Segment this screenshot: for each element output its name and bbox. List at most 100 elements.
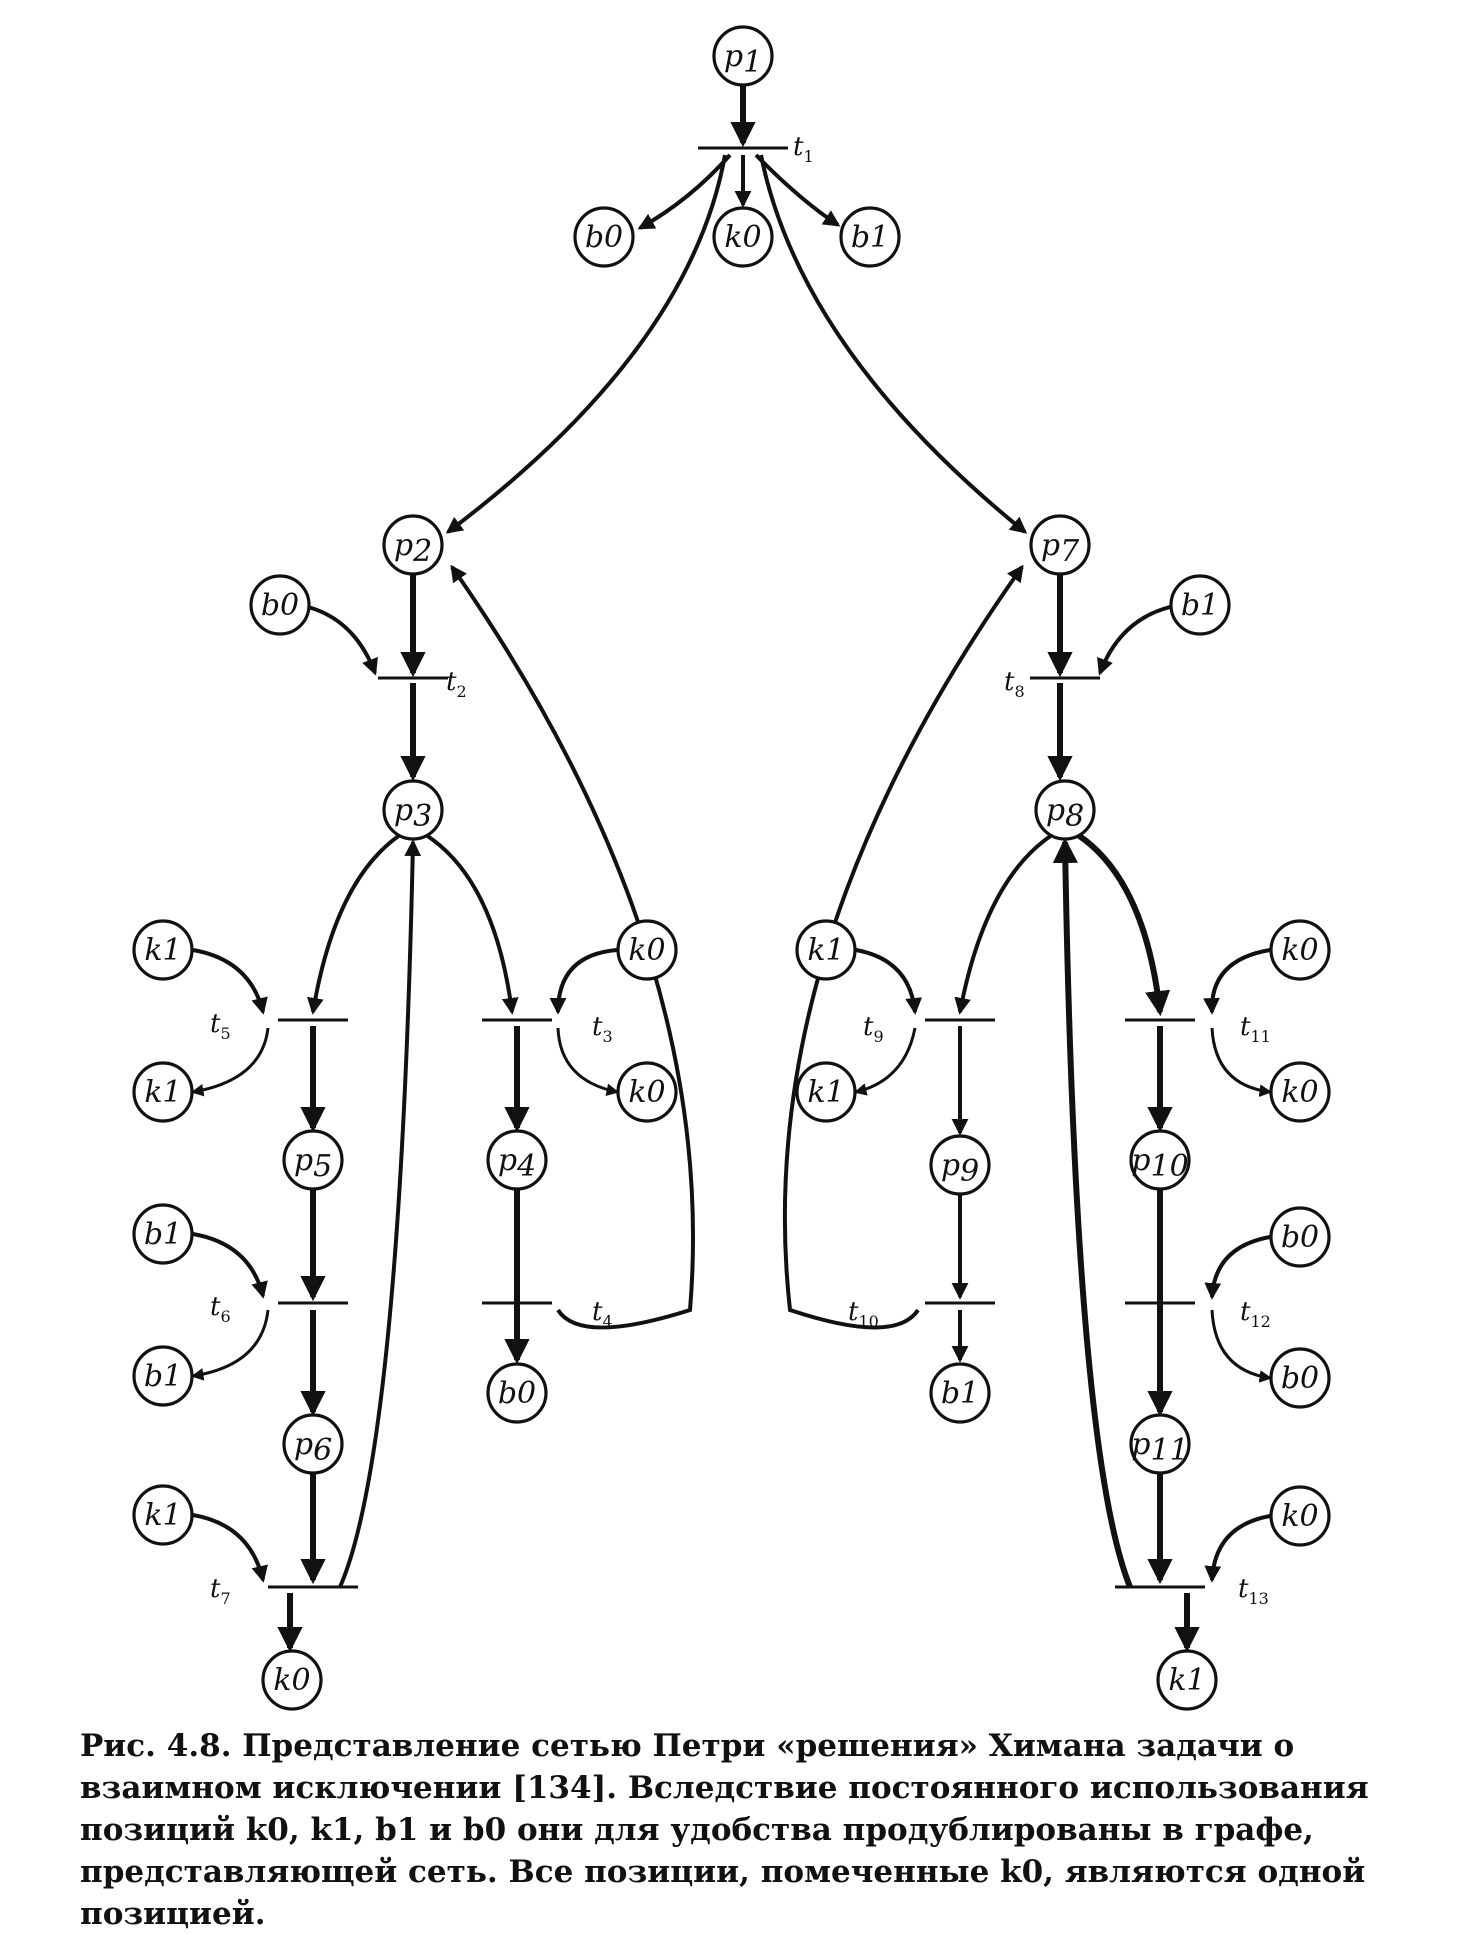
- arc-22: [450, 564, 696, 1330]
- place-label-k0_t3b: k0: [628, 1075, 665, 1110]
- place-label-k0_t7: k0: [273, 1663, 310, 1698]
- arc-12: [192, 948, 268, 1015]
- place-label-p1: p1: [724, 39, 762, 80]
- place-b0_t1: b0: [573, 206, 635, 268]
- place-label-p8: p8: [1046, 793, 1084, 834]
- place-p8: p8: [1034, 779, 1096, 841]
- place-label-k1_t5b: k1: [144, 1075, 181, 1110]
- place-k1_t9a: k1: [795, 919, 857, 981]
- place-label-b1_t1: b1: [851, 220, 889, 255]
- transition-label-t2: t2: [446, 667, 467, 701]
- place-p5: p5: [282, 1129, 344, 1191]
- place-label-b0_t12b: b0: [1281, 1361, 1319, 1396]
- place-p10: p10: [1129, 1129, 1191, 1191]
- transition-label-t13: t13: [1238, 1574, 1269, 1608]
- place-label-p3: p3: [394, 793, 432, 834]
- transition-label-t11: t11: [1240, 1012, 1271, 1046]
- transition-label-t8: t8: [1004, 667, 1025, 701]
- place-label-p9: p9: [941, 1148, 979, 1189]
- place-p1: p1: [712, 25, 774, 87]
- arc-44: [782, 564, 1024, 1330]
- place-p6: p6: [282, 1413, 344, 1475]
- place-b0_t2: b0: [249, 574, 311, 636]
- transition-label-t4: t4: [592, 1297, 613, 1331]
- place-b1_t1: b1: [839, 206, 901, 268]
- place-p9: p9: [929, 1134, 991, 1196]
- place-k0_t7: k0: [261, 1649, 323, 1711]
- arc-40: [1210, 1309, 1273, 1383]
- arc-24: [192, 1513, 268, 1583]
- figure-caption: Рис. 4.8. Представление сетью Петри «реш…: [80, 1728, 1369, 1932]
- transition-label-t7: t7: [210, 1574, 231, 1608]
- transition-label-t10: t10: [848, 1297, 879, 1331]
- arcs-layer: [190, 86, 1273, 1653]
- place-label-b1_t6b: b1: [144, 1359, 182, 1394]
- place-label-k0_t11b: k0: [1281, 1075, 1318, 1110]
- arc-32: [1076, 832, 1171, 1017]
- place-label-k1_t9b: k1: [807, 1075, 844, 1110]
- arc-5: [445, 154, 727, 534]
- arc-11: [424, 833, 519, 1015]
- arc-26: [338, 839, 422, 1588]
- place-label-b1_t10: b1: [941, 1376, 979, 1411]
- place-label-k0_t13: k0: [1281, 1499, 1318, 1534]
- arc-31: [954, 833, 1054, 1015]
- transition-label-t1: t1: [793, 132, 814, 166]
- place-label-b1_t8: b1: [1181, 588, 1219, 623]
- transition-label-t12: t12: [1240, 1297, 1271, 1331]
- arc-13: [190, 1027, 270, 1097]
- arc-34: [853, 1027, 917, 1096]
- place-k1_t7: k1: [132, 1484, 194, 1546]
- place-b1_t10: b1: [929, 1362, 991, 1424]
- place-label-k1_t7: k1: [144, 1498, 181, 1533]
- arc-39: [1204, 1235, 1271, 1300]
- transition-label-t9: t9: [863, 1012, 884, 1046]
- place-k1_t9b: k1: [795, 1061, 857, 1123]
- place-b0_t12a: b0: [1269, 1206, 1331, 1268]
- place-label-p10: p10: [1131, 1143, 1188, 1184]
- place-b1_t6b: b1: [132, 1345, 194, 1407]
- arc-29: [1097, 605, 1171, 676]
- transition-label-t5: t5: [210, 1009, 231, 1043]
- arc-33: [855, 948, 923, 1015]
- place-p7: p7: [1029, 514, 1091, 576]
- arc-14: [549, 948, 618, 1015]
- place-k0_t11b: k0: [1269, 1061, 1331, 1123]
- transitions-layer: t1 t2 t3 t4 t5 t6 t7 t8 t9 t10 t11 t12 t13: [210, 132, 1271, 1608]
- arc-10: [307, 833, 402, 1015]
- place-label-p6: p6: [294, 1427, 332, 1468]
- arc-6: [759, 154, 1028, 534]
- place-label-p11: p11: [1131, 1427, 1188, 1468]
- place-k0_t1: k0: [712, 206, 774, 268]
- place-p3: p3: [382, 779, 444, 841]
- place-label-b0_t4: b0: [498, 1376, 536, 1411]
- place-label-k0_t3a: k0: [628, 933, 665, 968]
- place-p4: p4: [486, 1129, 548, 1191]
- place-label-p5: p5: [294, 1143, 332, 1184]
- arc-45: [1204, 1514, 1271, 1583]
- place-label-b1_t6a: b1: [144, 1217, 182, 1252]
- transition-label-t3: t3: [592, 1012, 613, 1046]
- place-k0_t13: k0: [1269, 1485, 1331, 1547]
- place-p11: p11: [1129, 1413, 1191, 1475]
- transition-label-t6: t6: [210, 1292, 231, 1326]
- place-k1_t5a: k1: [132, 919, 194, 981]
- place-b1_t6a: b1: [132, 1203, 194, 1265]
- place-label-b0_t1: b0: [585, 220, 623, 255]
- place-k0_t11a: k0: [1269, 919, 1331, 981]
- place-label-b0_t12a: b0: [1281, 1220, 1319, 1255]
- place-label-p4: p4: [498, 1143, 536, 1184]
- place-label-b0_t2: b0: [261, 588, 299, 623]
- place-p2: p2: [382, 514, 444, 576]
- place-b0_t12b: b0: [1269, 1347, 1331, 1409]
- place-label-p2: p2: [394, 528, 432, 569]
- places-layer: p1 b0 k0 b1 p2 b0 p3 k1 k1 k0 k0 p5 p4 b1 b1 b0 p6 k1 k0 p7…: [132, 25, 1331, 1711]
- arc-8: [307, 605, 378, 676]
- place-b0_t4: b0: [486, 1362, 548, 1424]
- place-k1_t5b: k1: [132, 1061, 194, 1123]
- arc-47: [1052, 837, 1133, 1589]
- arc-35: [1203, 948, 1271, 1015]
- arc-15: [556, 1027, 620, 1096]
- place-label-k0_t1: k0: [724, 220, 761, 255]
